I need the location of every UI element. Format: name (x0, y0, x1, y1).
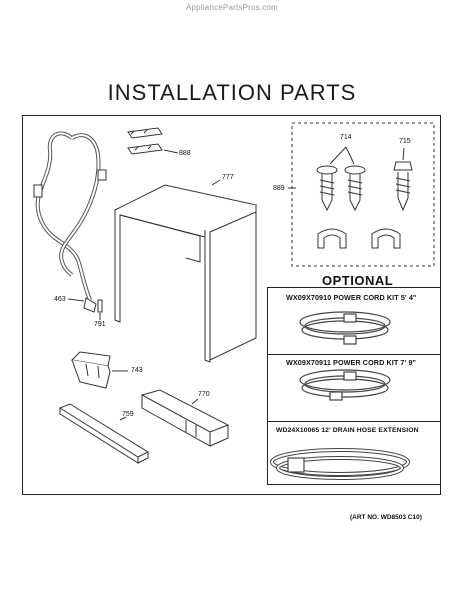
callout-715: 715 (399, 138, 411, 145)
power-cord-kit-2-drawing (299, 369, 391, 401)
watermark: AppliancePartsPros.com (186, 3, 278, 12)
drain-hose-extension-box (267, 421, 441, 485)
callout-743: 743 (131, 367, 143, 374)
drain-hose-drawing (33, 131, 107, 313)
power-cord-kit-2-label: WX09X70911 POWER CORD KIT 7' 9" (286, 358, 417, 367)
strip-759-drawing (58, 403, 150, 464)
art-number: (ART NO. WD8503 C10) (350, 514, 422, 521)
tray-743-drawing (70, 351, 111, 389)
callout-777: 777 (222, 174, 234, 181)
power-cord-kit-1-label: WX09X70910 POWER CORD KIT 5' 4" (286, 293, 417, 302)
callout-714: 714 (340, 134, 352, 141)
callout-463: 463 (54, 296, 66, 303)
callout-888: 888 (179, 150, 191, 157)
cabinet-777-drawing (113, 184, 258, 363)
block-770-drawing (140, 389, 230, 447)
power-cord-kit-1-drawing (299, 311, 391, 345)
drain-hose-extension-drawing (270, 448, 410, 480)
drain-hose-extension-label: WD24X10065 12' DRAIN HOSE EXTENSION (276, 427, 419, 434)
callout-770: 770 (198, 391, 210, 398)
screw-715-drawing (393, 147, 413, 212)
callout-889: 889 (273, 185, 285, 192)
clips-drawing (317, 228, 401, 249)
clip-791-drawing (97, 299, 103, 313)
callout-759: 759 (122, 411, 134, 418)
page-title: INSTALLATION PARTS (107, 80, 357, 105)
bracket-888-drawing (127, 127, 163, 155)
hardware-kit-889-box (291, 122, 435, 267)
optional-heading: OPTIONAL (322, 273, 394, 288)
callout-791: 791 (94, 321, 106, 328)
screws-714-drawing (316, 146, 366, 212)
